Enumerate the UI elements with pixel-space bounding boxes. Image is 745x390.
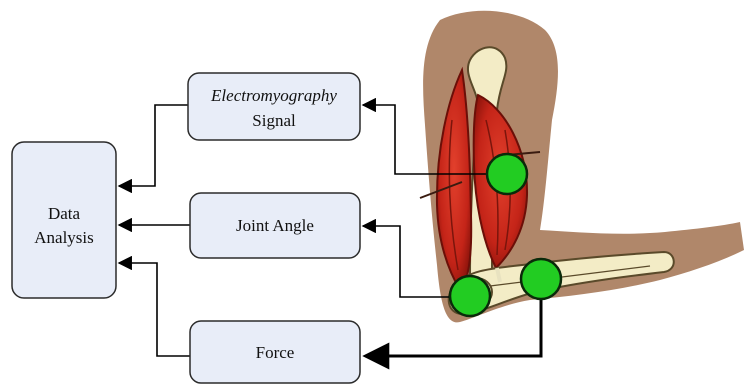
arrow-emg-to-analysis bbox=[119, 105, 188, 186]
sensor-dot-icon bbox=[521, 259, 561, 299]
joint-angle-box: Joint Angle bbox=[190, 193, 360, 258]
emg-label-line2: Signal bbox=[252, 111, 296, 130]
arrow-force-to-analysis bbox=[119, 263, 190, 356]
sensor-dot-icon bbox=[450, 276, 490, 316]
data-analysis-label-line2: Analysis bbox=[34, 228, 94, 247]
data-analysis-box: Data Analysis bbox=[12, 142, 116, 298]
emg-label-line1: Electromyography bbox=[210, 86, 337, 105]
force-label: Force bbox=[256, 343, 295, 362]
data-analysis-label-line1: Data bbox=[48, 204, 81, 223]
joint-angle-label: Joint Angle bbox=[236, 216, 314, 235]
sensor-dot-icon bbox=[487, 154, 527, 194]
emg-signal-box: Electromyography Signal bbox=[188, 73, 360, 140]
force-box: Force bbox=[190, 321, 360, 383]
